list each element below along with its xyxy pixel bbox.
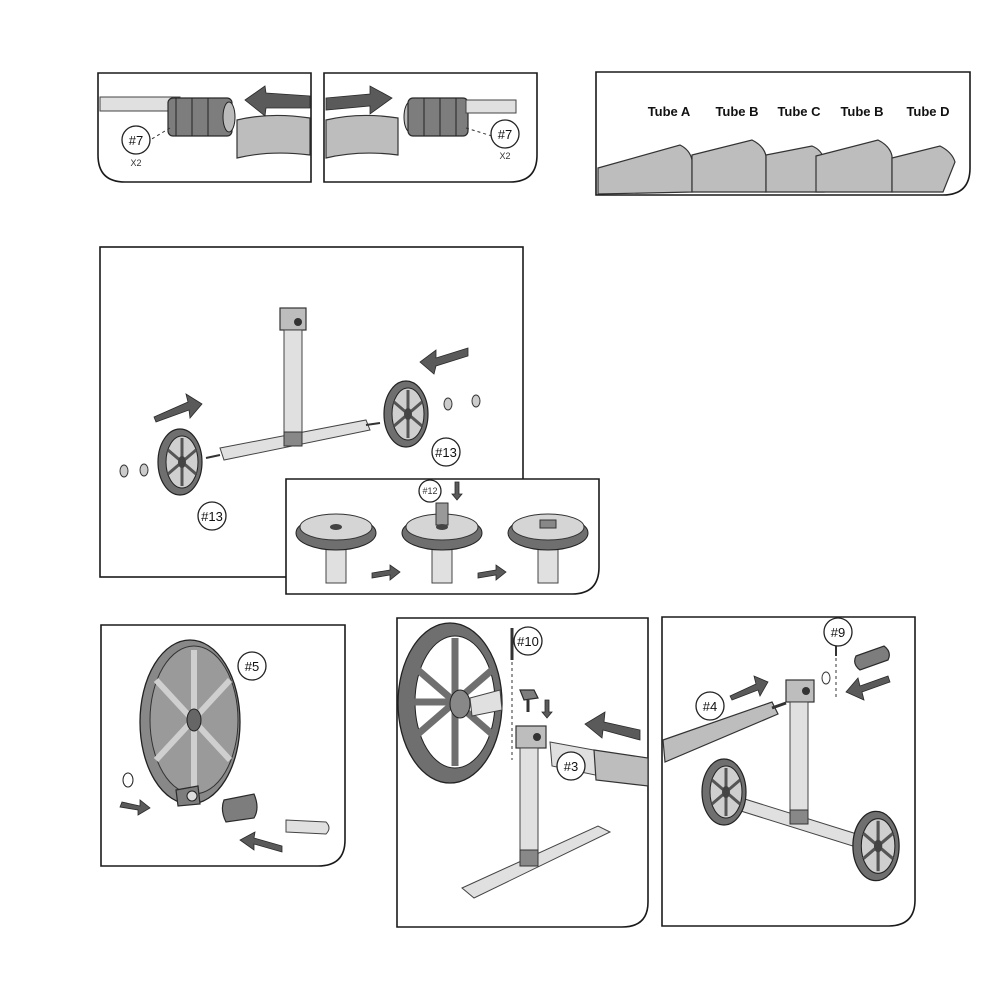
part-label: #7 xyxy=(129,133,143,148)
arrow-left-icon xyxy=(419,347,469,375)
arrow-right-icon xyxy=(371,564,401,581)
arrow-down-icon xyxy=(541,699,553,719)
nut-part xyxy=(139,463,149,477)
roller-tube xyxy=(662,701,779,763)
right-wheel xyxy=(382,379,430,449)
part-label: #4 xyxy=(703,699,717,714)
part-quantity: X2 xyxy=(130,158,141,168)
end-cap-part xyxy=(167,97,233,137)
panel-wheel-cap-detail: #12 xyxy=(285,478,600,595)
tube-label: Tube B xyxy=(840,104,883,119)
tube-end xyxy=(465,99,517,114)
arrow-left-icon xyxy=(845,675,891,701)
tube-c xyxy=(765,145,825,193)
end-cap-part xyxy=(407,97,469,137)
roller-tube-segment xyxy=(236,114,311,159)
washer-part xyxy=(821,671,831,685)
panel-hub-assembly: #5 xyxy=(100,624,346,867)
stand-post xyxy=(789,701,809,821)
arrow-left-icon xyxy=(584,711,641,741)
washer-part xyxy=(471,394,481,408)
stand-post xyxy=(283,329,303,441)
part-callout-circle xyxy=(197,501,227,531)
knob-part xyxy=(519,689,539,701)
arrow-left-icon xyxy=(239,831,283,853)
part-quantity: X2 xyxy=(499,151,510,161)
panel-stand-assembly: #10 #3 xyxy=(396,617,649,928)
tube-d xyxy=(891,145,956,193)
roller-tube xyxy=(593,749,649,787)
washer-part xyxy=(122,772,134,788)
part-label: #13 xyxy=(435,445,457,460)
tube-label: Tube D xyxy=(906,104,949,119)
left-wheel xyxy=(700,757,748,827)
part-label: #13 xyxy=(201,509,223,524)
arrow-down-icon xyxy=(451,481,463,501)
stand-top-bracket xyxy=(279,307,307,331)
arrow-right-icon xyxy=(325,85,393,115)
part-callout-circle xyxy=(695,691,725,721)
wheel-top-view xyxy=(295,513,377,584)
part-callout-circle xyxy=(490,119,520,149)
panel-end-cap-left: #7 X2 xyxy=(97,72,312,183)
wheel-top-view xyxy=(507,513,589,584)
part-callout-circle xyxy=(121,125,151,155)
arrow-right-icon xyxy=(729,675,769,701)
bushing-part xyxy=(221,793,258,823)
tube-label: Tube A xyxy=(648,104,691,119)
stand-post xyxy=(519,747,539,863)
wheel-top-view xyxy=(401,502,483,584)
part-label: #7 xyxy=(498,127,512,142)
panel-final-assembly: #9 #4 xyxy=(661,616,916,927)
arrow-right-icon xyxy=(477,564,507,581)
nut-part xyxy=(443,397,453,411)
tube-label: Tube B xyxy=(715,104,758,119)
panel-end-cap-right: #7 X2 xyxy=(323,72,538,183)
part-label: #12 xyxy=(422,486,437,496)
right-wheel xyxy=(851,809,901,883)
arrow-left-icon xyxy=(244,85,311,117)
part-label: #10 xyxy=(517,634,539,649)
left-wheel xyxy=(156,427,204,497)
pin-part xyxy=(285,819,330,835)
washer-part xyxy=(119,464,129,478)
tube-label: Tube C xyxy=(777,104,821,119)
part-label: #9 xyxy=(831,625,845,640)
part-callout-circle xyxy=(418,479,442,503)
part-callout-circle xyxy=(513,626,543,656)
stand-top-bracket xyxy=(515,725,547,749)
arrow-right-icon xyxy=(153,393,203,423)
part-callout-circle xyxy=(237,651,267,681)
part-callout-circle xyxy=(556,751,586,781)
end-plug-part xyxy=(854,645,890,671)
part-callout-circle xyxy=(431,437,461,467)
arrow-right-icon xyxy=(119,799,151,816)
part-label: #5 xyxy=(245,659,259,674)
roller-tube-segment xyxy=(325,114,399,159)
panel-tube-order: Tube A Tube B Tube C Tube B Tube D xyxy=(595,71,971,196)
part-callout-circle xyxy=(823,617,853,647)
part-label: #3 xyxy=(564,759,578,774)
